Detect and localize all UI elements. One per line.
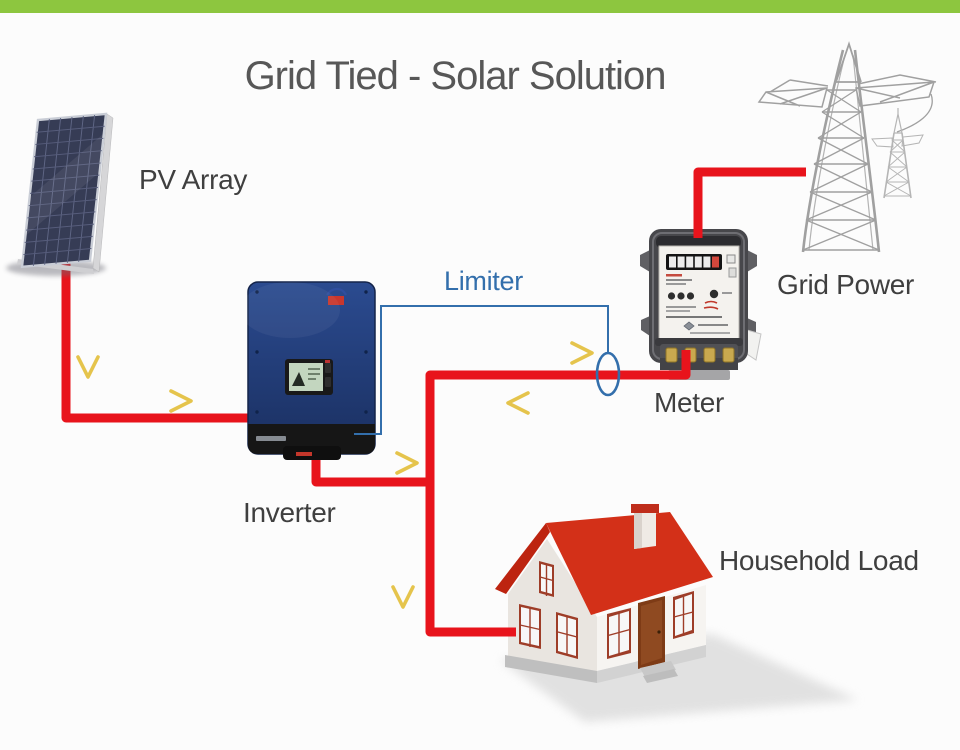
top-green-bar <box>0 0 960 13</box>
house-step-lower <box>643 669 678 683</box>
ct-clamp-icon <box>595 351 621 397</box>
meter-label: Meter <box>654 387 725 418</box>
house-roof <box>546 512 713 615</box>
wire-main-line <box>425 350 691 637</box>
household-load-label: Household Load <box>719 545 919 576</box>
inverter-icon <box>240 281 376 460</box>
house-base <box>505 655 597 683</box>
house-door-icon <box>638 596 665 669</box>
pv-array-icon <box>6 112 114 276</box>
house-windows <box>519 561 694 659</box>
wire-pv-to-inverter <box>61 262 252 423</box>
meter-dials <box>667 289 732 300</box>
page-title: Grid Tied - Solar Solution <box>244 54 667 98</box>
house-step <box>640 661 676 677</box>
inverter-brand-logo <box>326 287 347 305</box>
inverter-label: Inverter <box>243 497 336 528</box>
inverter-display <box>285 359 333 395</box>
grid-tower-icon <box>757 41 937 253</box>
grid-tower-small-icon <box>871 108 924 199</box>
limiter-label: Limiter <box>444 266 523 296</box>
meter-register <box>666 254 722 270</box>
house-roof-edge <box>495 523 550 594</box>
flow-arrows <box>76 293 594 609</box>
grid-power-label: Grid Power <box>777 269 915 300</box>
house-chimney-icon <box>631 504 659 549</box>
limiter-sense-line <box>354 305 609 435</box>
inverter-screws <box>255 290 368 414</box>
pv-array-label: PV Array <box>139 164 248 195</box>
meter-icon <box>640 229 762 380</box>
wire-meter-to-grid <box>693 167 806 238</box>
household-load-icon <box>495 504 858 722</box>
